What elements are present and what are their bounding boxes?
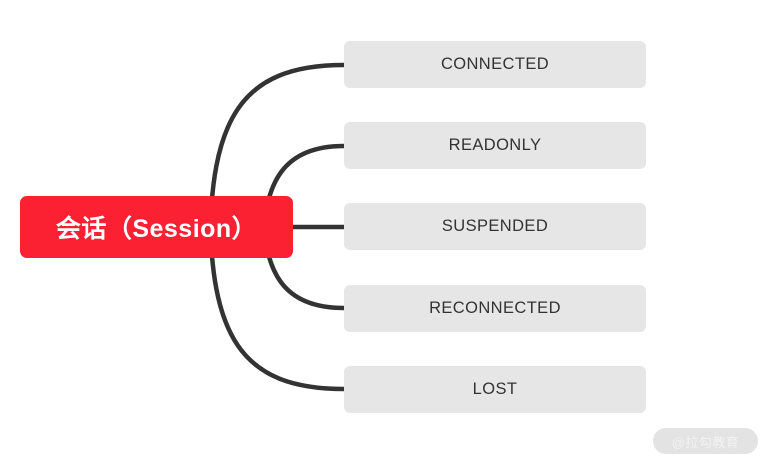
leaf-node-label: READONLY: [448, 136, 542, 154]
leaf-node-suspended[interactable]: SUSPENDED: [344, 203, 646, 250]
leaf-node-readonly[interactable]: READONLY: [344, 122, 646, 169]
leaf-node-reconnected[interactable]: RECONNECTED: [344, 285, 646, 332]
leaf-node-label: RECONNECTED: [429, 299, 561, 317]
leaf-node-label: CONNECTED: [440, 55, 550, 73]
root-node-session[interactable]: 会话（Session）: [20, 196, 293, 258]
leaf-node-lost[interactable]: LOST: [344, 366, 646, 413]
leaf-node-label: LOST: [472, 380, 518, 398]
leaf-node-label: SUSPENDED: [441, 217, 549, 235]
leaf-node-connected[interactable]: CONNECTED: [344, 41, 646, 88]
watermark-label: @拉勾教育: [671, 434, 740, 450]
watermark-badge: @拉勾教育: [653, 428, 758, 454]
root-node-label: 会话（Session）: [55, 215, 258, 243]
